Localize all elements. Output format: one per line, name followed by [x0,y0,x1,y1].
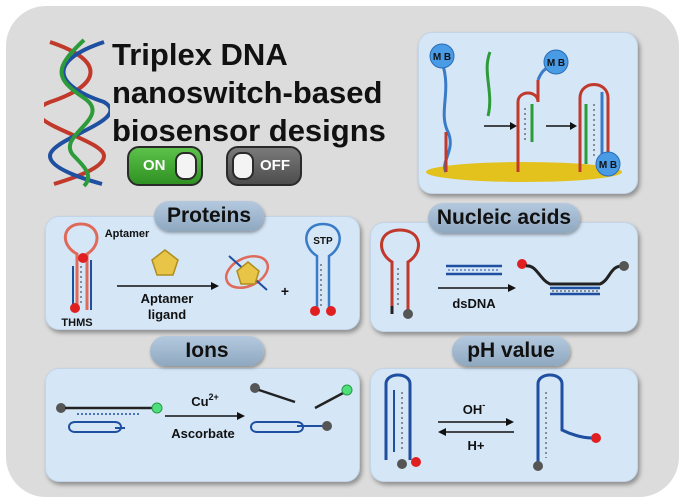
ions-diagram: Cu2+ Ascorbate [56,383,353,441]
ascorbate-label: Ascorbate [171,426,235,441]
stp-label: STP [313,236,333,247]
nucleic-acids-header: Nucleic acids [428,203,580,233]
proteins-diagram: Aptamer THMS Aptamer ligand + STP [61,222,341,329]
beacon-label-3: M B [599,160,617,171]
off-toggle-knob [232,152,254,180]
dsdna-label: dsDNA [452,296,496,311]
plus-sign: + [281,283,289,299]
title-line-2: nanoswitch-based [112,75,383,110]
page-title: Triplex DNA nanoswitch-based biosensor d… [112,36,386,150]
title-line-1: Triplex DNA [112,37,288,72]
beacon-sphere-2 [543,49,569,75]
dna-helix-icon [44,38,110,188]
ph-header: pH value [452,336,570,366]
ions-header: Ions [150,336,264,366]
copper-symbol: Cu [191,394,208,409]
oh-label: OH- [463,400,486,417]
oh-charge: - [482,400,485,410]
copper-charge: 2+ [209,392,219,402]
on-toggle-knob [175,152,197,180]
nucleic-acids-diagram: dsDNA [380,228,629,319]
title-line-3: biosensor designs [112,113,386,148]
thms-label: THMS [61,317,92,329]
protein-arrow-label-2: ligand [148,307,186,322]
beacon-sphere-1 [429,43,455,69]
ligand-pentagon-icon [151,249,179,276]
beacon-label-1: M B [433,52,451,63]
beacon-sphere-3 [595,151,621,177]
on-toggle-label: ON [143,157,166,174]
oh-symbol: OH [463,402,483,417]
bound-ligand-icon [236,261,260,285]
off-toggle: OFF [226,146,302,186]
molecular-beacon-diagram: M B M B M B [426,43,622,182]
protein-arrow-label-1: Aptamer [141,291,194,306]
beacon-label-2: M B [547,58,565,69]
gold-surface [426,162,622,182]
copper-label: Cu2+ [191,392,219,409]
aptamer-label: Aptamer [105,228,150,240]
ph-diagram: OH- H+ [384,373,601,471]
h-plus-label: H+ [468,438,485,453]
on-toggle: ON [127,146,203,186]
proteins-header: Proteins [154,201,264,231]
off-toggle-label: OFF [260,157,290,174]
